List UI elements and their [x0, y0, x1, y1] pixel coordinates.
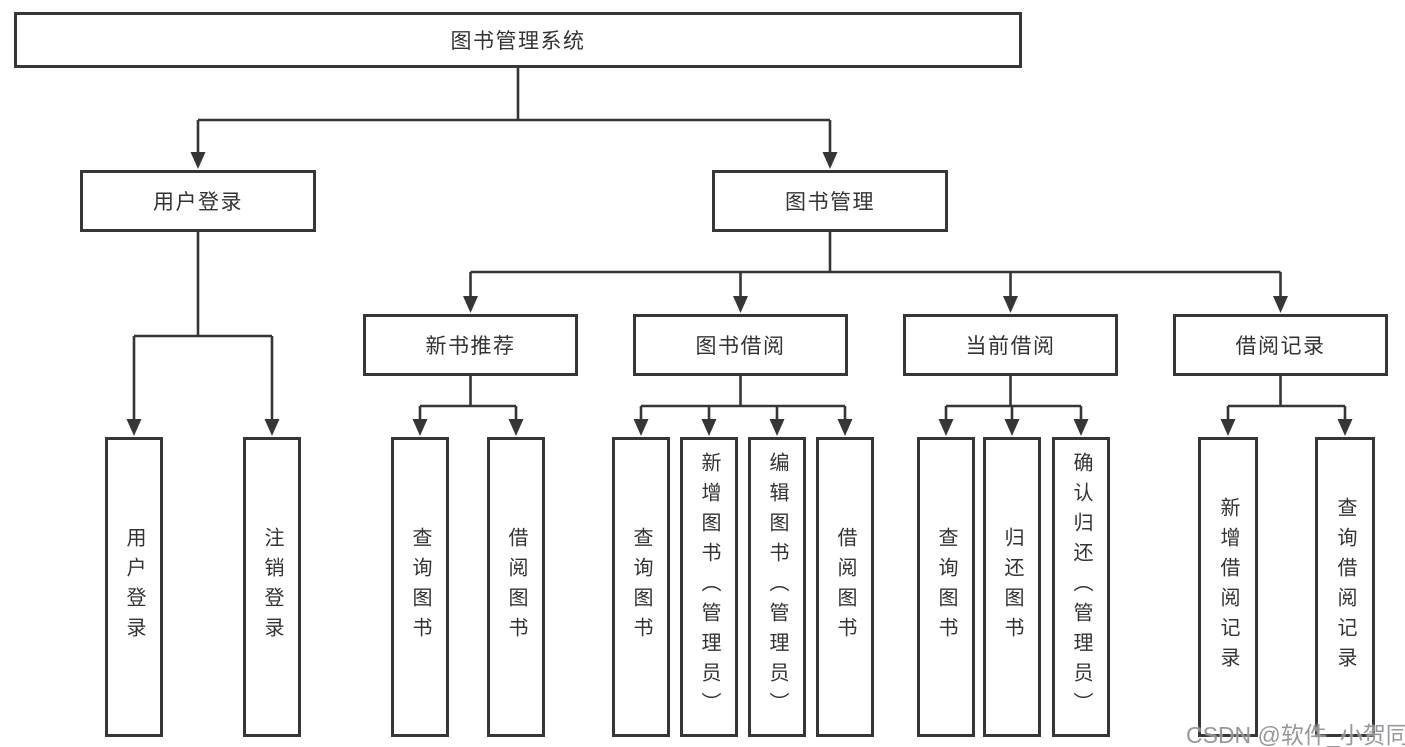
leaf-borrow-borrow-book: 借阅图书	[816, 437, 874, 737]
leaf-borrow-query-book-label: 查询图书	[630, 527, 652, 647]
leaf-newbook-query-book: 查询图书	[391, 437, 449, 737]
node-root-label: 图书管理系统	[450, 30, 586, 53]
arrow-down-icon	[508, 419, 524, 436]
node-current-borrow: 当前借阅	[903, 314, 1118, 376]
node-current-borrow-label: 当前借阅	[965, 335, 1056, 358]
arrow-down-icon	[1220, 419, 1236, 436]
node-new-book-recommend-label: 新书推荐	[425, 335, 516, 358]
leaf-borrow-add-book-admin-label: 新增图书（管理员）	[698, 452, 720, 722]
arrowheads	[126, 152, 1353, 436]
leaf-borrow-query-book: 查询图书	[612, 437, 670, 737]
arrow-down-icon	[769, 419, 785, 436]
leaf-logout: 注销登录	[243, 437, 301, 737]
leaf-current-query-book-label: 查询图书	[935, 527, 957, 647]
leaf-current-return-book: 归还图书	[983, 437, 1041, 737]
node-borrow-record-label: 借阅记录	[1235, 335, 1326, 358]
node-book-management-label: 图书管理	[785, 191, 875, 214]
leaf-record-add-record: 新增借阅记录	[1198, 437, 1258, 737]
arrow-down-icon	[837, 419, 853, 436]
leaf-current-return-book-label: 归还图书	[1001, 527, 1023, 647]
leaf-current-query-book: 查询图书	[917, 437, 975, 737]
leaf-record-add-record-label: 新增借阅记录	[1217, 497, 1239, 677]
arrow-down-icon	[633, 419, 649, 436]
leaf-record-query-record-label: 查询借阅记录	[1334, 497, 1356, 677]
node-user-login: 用户登录	[80, 170, 316, 232]
arrow-down-icon	[264, 419, 280, 436]
leaf-borrow-edit-book-admin: 编辑图书（管理员）	[748, 437, 806, 737]
watermark-text: CSDN @软件_小贺同学	[1186, 722, 1405, 747]
leaf-record-query-record: 查询借阅记录	[1315, 437, 1375, 737]
node-book-management: 图书管理	[712, 170, 948, 232]
leaf-borrow-edit-book-admin-label: 编辑图书（管理员）	[766, 452, 788, 722]
leaf-logout-label: 注销登录	[261, 527, 283, 647]
node-new-book-recommend: 新书推荐	[363, 314, 578, 376]
arrow-down-icon	[701, 419, 717, 436]
arrow-down-icon	[1273, 296, 1288, 313]
arrow-down-icon	[822, 152, 838, 169]
node-root: 图书管理系统	[14, 12, 1022, 68]
arrow-down-icon	[1073, 419, 1089, 436]
arrow-down-icon	[463, 296, 478, 313]
arrow-down-icon	[126, 419, 142, 436]
leaf-newbook-query-book-label: 查询图书	[409, 527, 431, 647]
arrow-down-icon	[938, 419, 954, 436]
arrow-down-icon	[1337, 419, 1353, 436]
leaf-current-confirm-return-admin-label: 确认归还（管理员）	[1070, 452, 1092, 722]
leaf-borrow-borrow-book-label: 借阅图书	[834, 527, 856, 647]
leaf-user-login: 用户登录	[105, 437, 163, 737]
leaf-newbook-borrow-book: 借阅图书	[487, 437, 545, 737]
leaf-user-login-label: 用户登录	[123, 527, 145, 647]
arrow-down-icon	[412, 419, 428, 436]
node-borrow-record: 借阅记录	[1173, 314, 1388, 376]
connector-lines	[132, 68, 1347, 421]
leaf-current-confirm-return-admin: 确认归还（管理员）	[1052, 437, 1110, 737]
node-book-borrow-label: 图书借阅	[695, 335, 786, 358]
arrow-down-icon	[733, 296, 748, 313]
leaf-borrow-add-book-admin: 新增图书（管理员）	[680, 437, 738, 737]
arrow-down-icon	[190, 152, 206, 169]
arrow-down-icon	[1004, 419, 1020, 436]
arrow-down-icon	[1003, 296, 1018, 313]
node-user-login-label: 用户登录	[153, 191, 243, 214]
node-book-borrow: 图书借阅	[633, 314, 848, 376]
leaf-newbook-borrow-book-label: 借阅图书	[505, 527, 527, 647]
